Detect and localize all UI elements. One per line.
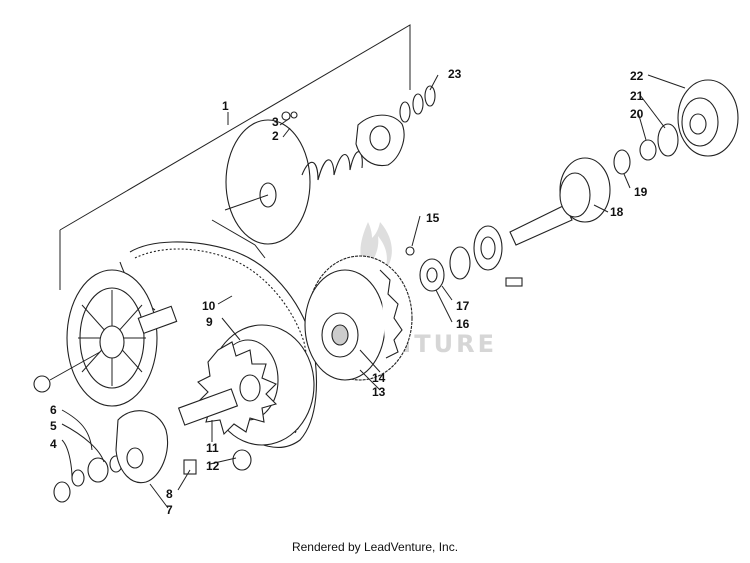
callout-1: 1 [222, 99, 229, 113]
callout-6: 6 [50, 403, 57, 417]
driven-clutch [304, 255, 413, 381]
fixed-sheave [49, 269, 178, 407]
moveable-sheave [224, 119, 311, 245]
clutch-spring [301, 151, 363, 181]
footer-credit: Rendered by LeadVenture, Inc. [291, 540, 459, 554]
screw-15 [405, 246, 523, 287]
callout-2: 2 [272, 129, 279, 143]
callout-15: 15 [426, 211, 440, 225]
callout-10: 10 [202, 299, 216, 313]
bolt-washer [281, 111, 298, 121]
callout-4: 4 [50, 437, 57, 451]
callout-18: 18 [610, 205, 624, 219]
callout-19: 19 [634, 185, 648, 199]
callout-16: 16 [456, 317, 470, 331]
output-shaft [509, 157, 611, 246]
callout-8: 8 [166, 487, 173, 501]
callout-3: 3 [272, 115, 279, 129]
callout-13: 13 [372, 385, 386, 399]
clutch-housing [677, 79, 739, 157]
callout-22: 22 [630, 69, 644, 83]
secondary-clutch [177, 324, 315, 446]
callout-11: 11 [206, 441, 219, 455]
assembly-bracket [59, 24, 411, 290]
small-parts [33, 375, 252, 503]
callout-14: 14 [372, 371, 386, 385]
callout-20: 20 [630, 107, 644, 121]
leader-lines [61, 74, 686, 509]
callout-9: 9 [206, 315, 213, 329]
snap-rings [399, 85, 436, 123]
shaft-rings [613, 123, 679, 175]
callout-7: 7 [166, 503, 173, 517]
callout-17: 17 [456, 299, 470, 313]
callout-labels: 1 2 3 4 5 6 7 8 9 10 11 12 13 14 15 16 1… [50, 67, 648, 517]
callout-21: 21 [630, 89, 644, 103]
callout-5: 5 [50, 419, 57, 433]
callout-12: 12 [206, 459, 220, 473]
callout-23: 23 [448, 67, 462, 81]
bearing-washers [419, 225, 503, 292]
spider-cam [355, 114, 405, 167]
